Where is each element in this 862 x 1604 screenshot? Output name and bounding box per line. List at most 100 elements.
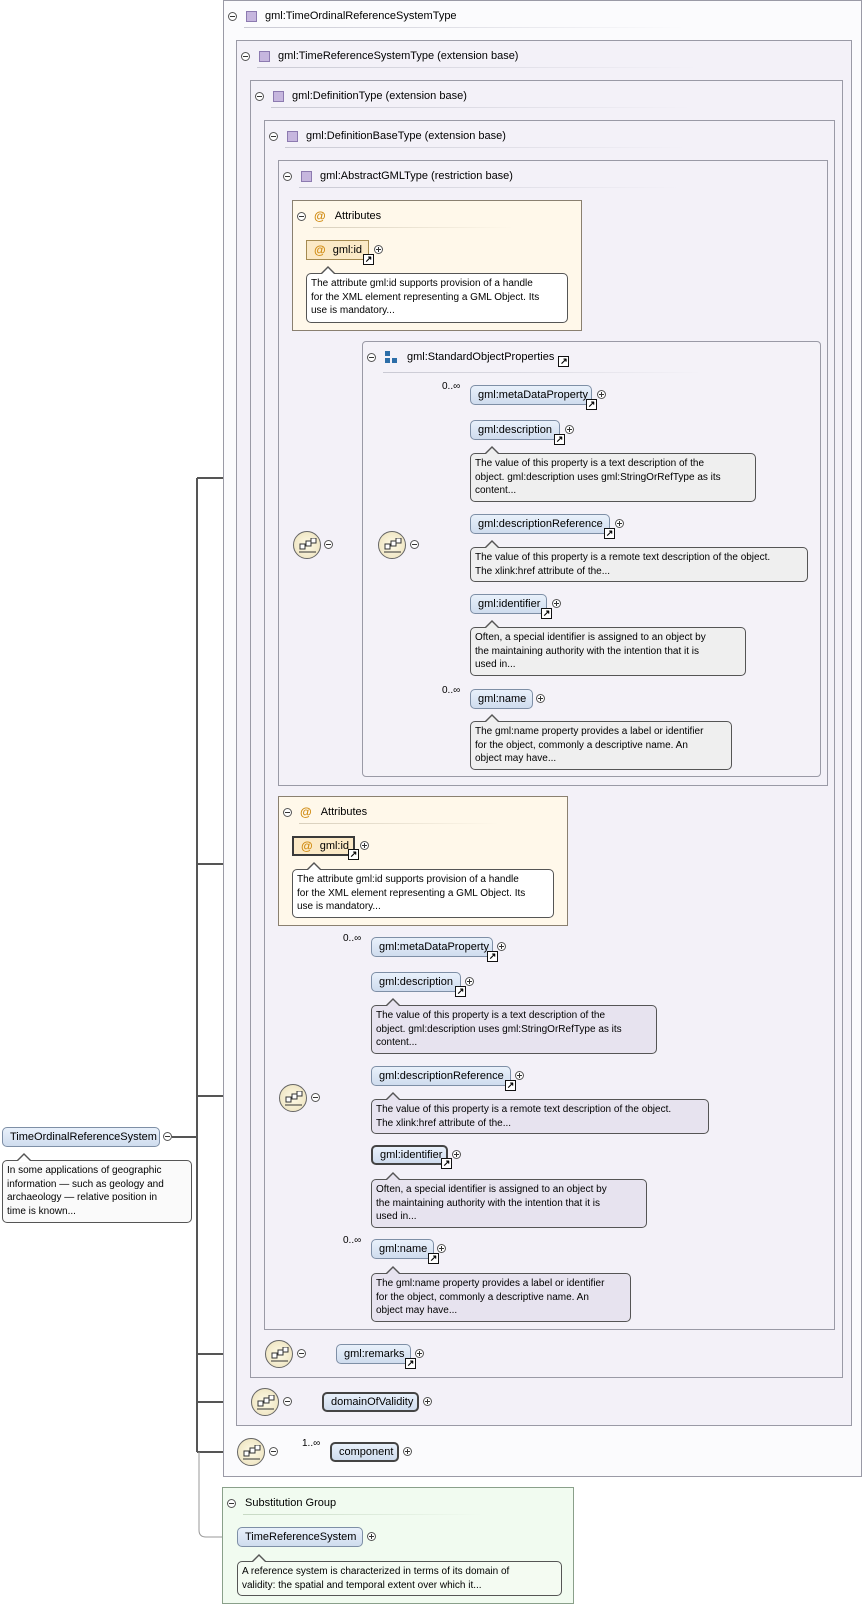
sequence-compositor-outer[interactable] <box>293 531 321 559</box>
collapse-icon[interactable] <box>241 51 250 61</box>
expand-icon[interactable] <box>437 1244 446 1253</box>
expand-icon[interactable] <box>536 694 545 703</box>
element-name-doc: The gml:name property provides a label o… <box>371 1266 631 1322</box>
doc-line: content... <box>475 485 517 496</box>
type-icon <box>301 170 312 182</box>
element-identifier[interactable]: gml:identifier↗ <box>371 1145 452 1169</box>
type-icon <box>287 130 298 142</box>
attribute-icon: @ <box>301 839 313 853</box>
doc-line: A reference system is characterized in t… <box>242 1566 510 1577</box>
doc-line: validity: the spatial and temporal exten… <box>242 1579 482 1591</box>
reference-icon[interactable]: ↗ <box>487 951 498 962</box>
attribute-gml-id[interactable]: @gml:id↗ <box>292 836 359 860</box>
expand-icon[interactable] <box>597 390 606 399</box>
reference-icon[interactable]: ↗ <box>505 1080 516 1091</box>
element-name[interactable]: gml:name <box>470 689 533 709</box>
attribute-label: gml:id <box>332 244 363 256</box>
doc-line: The xlink:href attribute of the... <box>475 565 611 577</box>
element-name-doc: The gml:name property provides a label o… <box>470 714 732 770</box>
element-label: TimeReferenceSystem <box>245 1531 357 1543</box>
doc-line: archaeology — relative position in <box>7 1192 158 1203</box>
reference-icon[interactable]: ↗ <box>604 528 615 539</box>
expand-icon[interactable] <box>465 977 474 986</box>
element-description[interactable]: gml:description↗ <box>371 972 466 997</box>
expand-icon[interactable] <box>403 1447 412 1456</box>
reference-icon[interactable]: ↗ <box>455 986 466 997</box>
root-element[interactable]: TimeOrdinalReferenceSystem <box>2 1127 160 1147</box>
expand-icon[interactable] <box>615 519 624 528</box>
collapse-icon[interactable] <box>297 211 306 221</box>
element-identifier[interactable]: gml:identifier↗ <box>470 594 552 619</box>
element-description-doc: The value of this property is a text des… <box>371 998 657 1054</box>
attribute-gml-id[interactable]: @gml:id↗ <box>306 240 374 265</box>
element-description[interactable]: gml:description↗ <box>470 420 565 445</box>
collapse-icon[interactable] <box>163 1132 172 1141</box>
doc-line: for the object, commonly a descriptive n… <box>475 739 688 751</box>
collapse-icon[interactable] <box>255 91 264 101</box>
element-description-doc: The value of this property is a text des… <box>470 446 756 502</box>
occurrence-label: 1..∞ <box>302 1438 321 1449</box>
element-metadataproperty[interactable]: gml:metaDataProperty↗ <box>371 937 498 962</box>
collapse-icon[interactable] <box>410 540 419 549</box>
sequence-compositor[interactable] <box>279 1084 307 1112</box>
element-label: domainOfValidity <box>331 1396 414 1408</box>
attributes-title: Attributes <box>334 210 382 222</box>
collapse-icon[interactable] <box>283 807 292 817</box>
element-descriptionreference[interactable]: gml:descriptionReference↗ <box>470 514 615 539</box>
expand-icon[interactable] <box>497 942 506 951</box>
attributes-title: Attributes <box>320 806 368 818</box>
sequence-compositor[interactable] <box>237 1438 265 1466</box>
collapse-icon[interactable] <box>311 1093 320 1102</box>
expand-icon[interactable] <box>360 841 369 850</box>
doc-line: object may have... <box>376 1305 458 1316</box>
sequence-compositor[interactable] <box>251 1388 279 1416</box>
sequence-compositor-group[interactable] <box>378 531 406 559</box>
type-label: gml:TimeReferenceSystemType (extension b… <box>278 50 519 62</box>
type-icon <box>259 50 270 62</box>
element-domainofvalidity[interactable]: domainOfValidity <box>322 1392 419 1412</box>
collapse-icon[interactable] <box>367 352 376 362</box>
sequence-compositor[interactable] <box>265 1340 293 1368</box>
doc-line: object. gml:description uses gml:StringO… <box>475 471 721 483</box>
element-metadataproperty[interactable]: gml:metaDataProperty↗ <box>470 385 597 410</box>
element-descriptionreference[interactable]: gml:descriptionReference↗ <box>371 1066 516 1091</box>
substitution-title: Substitution Group <box>245 1497 337 1509</box>
collapse-icon[interactable] <box>269 1447 278 1456</box>
reference-icon[interactable]: ↗ <box>363 254 374 265</box>
doc-line: object. gml:description uses gml:StringO… <box>376 1023 622 1035</box>
group-icon <box>385 351 399 363</box>
collapse-icon[interactable] <box>297 1349 306 1358</box>
collapse-icon[interactable] <box>227 1498 236 1508</box>
expand-icon[interactable] <box>423 1397 432 1406</box>
expand-icon[interactable] <box>415 1349 424 1358</box>
reference-icon[interactable]: ↗ <box>558 355 570 367</box>
expand-icon[interactable] <box>515 1071 524 1080</box>
collapse-icon[interactable] <box>228 11 237 21</box>
reference-icon[interactable]: ↗ <box>348 849 359 860</box>
element-remarks[interactable]: gml:remarks↗ <box>336 1344 416 1369</box>
expand-icon[interactable] <box>374 245 383 254</box>
doc-line: The xlink:href attribute of the... <box>376 1117 512 1129</box>
doc-line: used in... <box>376 1211 417 1222</box>
expand-icon[interactable] <box>452 1150 461 1159</box>
expand-icon[interactable] <box>552 599 561 608</box>
element-timereferencesystem[interactable]: TimeReferenceSystem <box>237 1527 363 1547</box>
sequence-icon <box>384 538 402 553</box>
reference-icon[interactable]: ↗ <box>541 608 552 619</box>
expand-icon[interactable] <box>565 425 574 434</box>
collapse-icon[interactable] <box>269 131 278 141</box>
collapse-icon[interactable] <box>283 171 292 181</box>
occurrence-label: 0..∞ <box>442 381 461 392</box>
collapse-icon[interactable] <box>283 1397 292 1406</box>
reference-icon[interactable]: ↗ <box>586 399 597 410</box>
element-label: gml:metaDataProperty <box>379 941 490 953</box>
reference-icon[interactable]: ↗ <box>405 1358 416 1369</box>
reference-icon[interactable]: ↗ <box>554 434 565 445</box>
collapse-icon[interactable] <box>324 540 333 549</box>
reference-icon[interactable]: ↗ <box>441 1158 452 1169</box>
expand-icon[interactable] <box>367 1532 376 1541</box>
doc-line: for the XML element representing a GML O… <box>311 291 540 303</box>
element-name[interactable]: gml:name↗ <box>371 1239 439 1264</box>
element-component[interactable]: component <box>330 1442 399 1462</box>
reference-icon[interactable]: ↗ <box>428 1253 439 1264</box>
